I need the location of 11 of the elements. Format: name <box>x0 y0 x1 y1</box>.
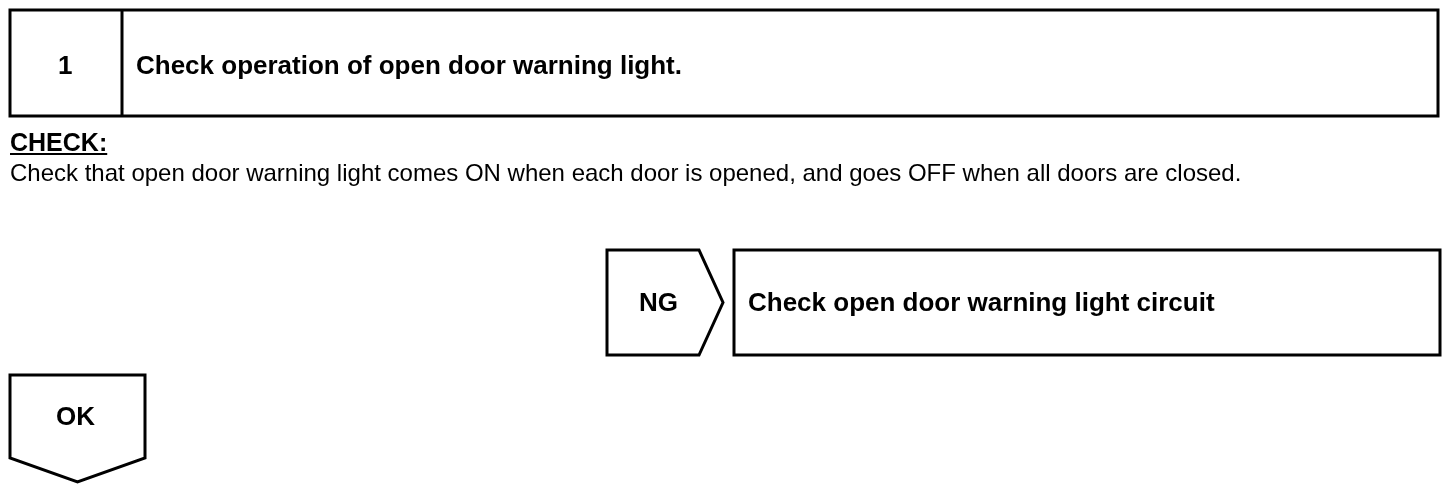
result-label: NG <box>639 287 678 318</box>
step-number: 1 <box>58 50 73 81</box>
check-heading: CHECK: <box>10 128 109 157</box>
action-box <box>734 250 1440 355</box>
ok-arrow-tab <box>10 375 145 482</box>
ng-arrow-tab <box>607 250 723 355</box>
action-text: Check open door warning light circuit <box>748 287 1215 318</box>
step-header-box <box>10 10 1438 116</box>
result-label: OK <box>56 401 95 432</box>
check-instruction: Check that open door warning light comes ON when each door is opened, and goes OFF when all doors are closed. <box>10 158 1243 187</box>
step-title: Check operation of open door warning light. <box>136 50 682 81</box>
